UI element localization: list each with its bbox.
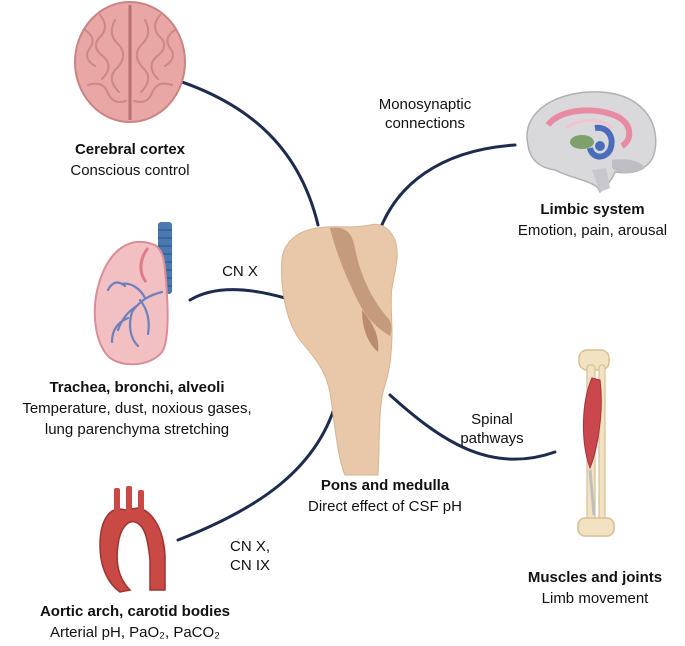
muscles-connection-label: Spinal pathways bbox=[452, 410, 532, 448]
cerebrum-icon bbox=[74, 1, 186, 123]
center-title: Pons and medulla bbox=[320, 477, 450, 494]
aorta-label: Aortic arch, carotid bodies Arterial pH,… bbox=[10, 602, 260, 643]
muscles-connection-line-1: Spinal bbox=[471, 411, 513, 428]
aorta-title: Aortic arch, carotid bodies bbox=[39, 603, 231, 620]
lungs-title: Trachea, bronchi, alveoli bbox=[49, 379, 225, 396]
lungs-connection-line-1: CN X bbox=[222, 263, 258, 280]
lung-icon bbox=[93, 222, 172, 366]
cortex-label: Cerebral cortex Conscious control bbox=[30, 140, 230, 181]
aorta-desc: Arterial pH, PaO₂, PaCO₂ bbox=[49, 624, 221, 641]
muscles-label: Muscles and joints Limb movement bbox=[505, 568, 685, 609]
limbic-desc: Emotion, pain, arousal bbox=[517, 222, 668, 239]
lungs-label: Trachea, bronchi, alveoli Temperature, d… bbox=[0, 378, 274, 440]
aorta-connection-label: CN X, CN IX bbox=[220, 537, 280, 575]
aorta-connection-line-2: CN IX bbox=[229, 557, 270, 574]
muscles-desc: Limb movement bbox=[541, 590, 649, 607]
lungs-connection-label: CN X bbox=[210, 262, 270, 281]
muscles-connection-line-2: pathways bbox=[460, 430, 524, 447]
center-label: Pons and medulla Direct effect of CSF pH bbox=[280, 476, 490, 517]
cortex-title: Cerebral cortex bbox=[74, 141, 186, 158]
muscles-connector bbox=[388, 393, 557, 461]
center-desc: Direct effect of CSF pH bbox=[308, 498, 462, 515]
lungs-desc-1: Temperature, dust, noxious gases, bbox=[22, 400, 252, 417]
muscles-title: Muscles and joints bbox=[527, 569, 663, 586]
sagittal-brain-icon bbox=[526, 91, 657, 194]
cortex-desc: Conscious control bbox=[70, 162, 190, 179]
leg-bones-icon bbox=[577, 349, 615, 537]
limbic-connector bbox=[376, 143, 517, 237]
limbic-connection-line-1: Monosynaptic bbox=[378, 96, 472, 113]
lungs-desc-2: lung parenchyma stretching bbox=[44, 421, 230, 438]
limbic-title: Limbic system bbox=[540, 201, 645, 218]
aortic-arch-icon bbox=[99, 486, 166, 593]
aorta-connection-line-1: CN X, bbox=[229, 538, 270, 555]
aorta-connector bbox=[176, 393, 340, 542]
lungs-connector bbox=[188, 288, 287, 302]
limbic-connection-label: Monosynaptic connections bbox=[360, 95, 490, 133]
brainstem-icon bbox=[281, 223, 398, 476]
limbic-connection-line-2: connections bbox=[384, 115, 466, 132]
limbic-label: Limbic system Emotion, pain, arousal bbox=[500, 200, 685, 241]
